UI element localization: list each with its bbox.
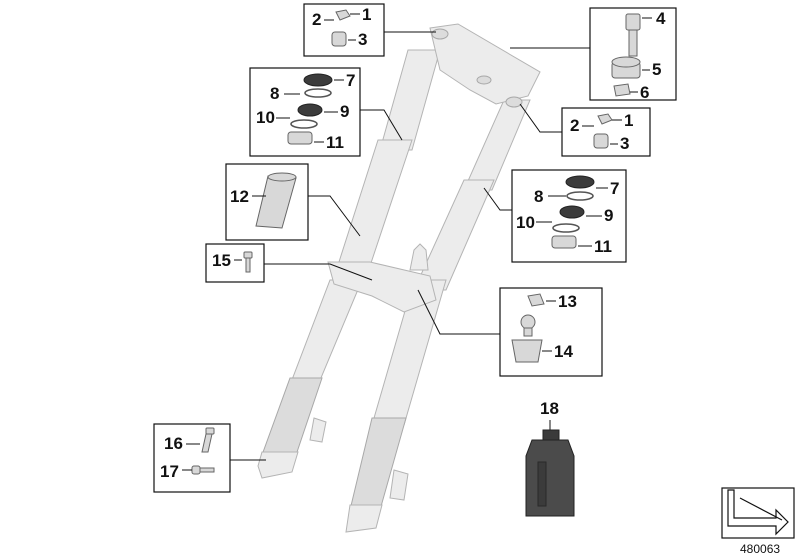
callout-8-right: 8 — [534, 187, 543, 206]
callout-7-right: 7 — [610, 179, 619, 198]
callout-box-axle-clamp — [153, 423, 231, 493]
pinch-bolt-icon — [201, 427, 215, 453]
ball-joint-icon — [511, 314, 543, 363]
callout-12: 12 — [230, 187, 249, 206]
callout-4: 4 — [656, 9, 666, 28]
cap-nut-icon — [527, 293, 545, 307]
callout-6: 6 — [640, 83, 649, 102]
callout-13: 13 — [558, 292, 577, 311]
callout-11: 11 — [326, 133, 344, 152]
callout-16: 16 — [164, 434, 183, 453]
nut-icon — [335, 9, 351, 21]
callout-box-clamp-bolt — [205, 243, 265, 283]
callout-9-right: 9 — [604, 206, 613, 225]
callout-7: 7 — [346, 71, 355, 90]
callout-9: 9 — [340, 102, 349, 121]
callout-11-right: 11 — [594, 237, 612, 256]
bushing-icon — [593, 133, 609, 149]
callout-8: 8 — [270, 84, 279, 103]
callout-14: 14 — [554, 342, 573, 361]
document-number: 480063 — [740, 542, 780, 556]
seal-ring-icon — [551, 175, 595, 249]
bearing-icon — [611, 56, 641, 79]
callout-1: 1 — [362, 5, 371, 24]
dust-cap-icon — [613, 83, 631, 97]
callout-3-right: 3 — [620, 134, 629, 153]
bushing-icon — [331, 31, 347, 47]
callout-18: 18 — [540, 399, 559, 418]
fork-tube-sleeve-icon — [255, 172, 297, 229]
callout-1-right: 1 — [624, 111, 633, 130]
callout-2-right: 2 — [570, 116, 579, 135]
callout-15: 15 — [212, 251, 231, 270]
diagram-arrow-icon — [721, 487, 795, 539]
callout-17: 17 — [160, 462, 179, 481]
seal-ring-icon — [287, 73, 333, 145]
callout-5: 5 — [652, 60, 661, 79]
callout-10-right: 10 — [516, 213, 535, 232]
screw-icon — [191, 465, 215, 475]
front-fork-assembly-icon — [257, 23, 541, 533]
steering-stem-bolt-icon — [625, 13, 641, 57]
bolt-icon — [243, 251, 253, 273]
callout-2: 2 — [312, 10, 321, 29]
callout-10: 10 — [256, 108, 275, 127]
fork-oil-bottle-icon — [525, 429, 575, 517]
callout-3: 3 — [358, 30, 367, 49]
